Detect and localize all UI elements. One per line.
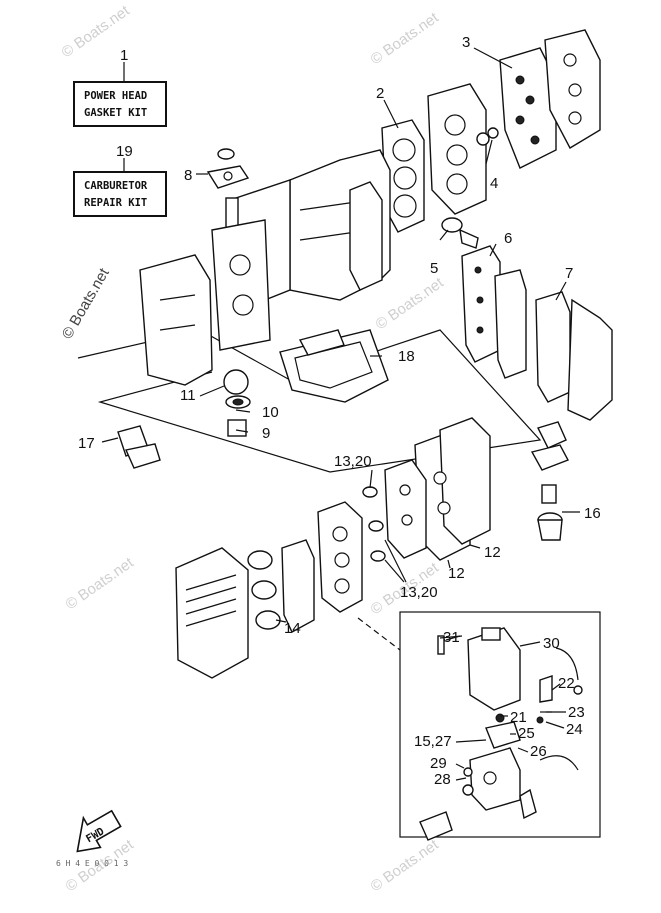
callout-9: 9 [262, 425, 270, 442]
leader-lines [101, 47, 580, 781]
watermark: © Boats.net [368, 836, 443, 895]
callout-13-20a: 13,20 [334, 453, 372, 470]
callout-11: 11 [180, 387, 196, 404]
callout-8: 8 [184, 167, 192, 184]
carburetor-body [317, 501, 363, 613]
kit-line-1: CARBURETOR [84, 180, 148, 192]
callout-22: 22 [558, 675, 575, 692]
callout-12b: 12 [448, 565, 465, 582]
callout-26: 26 [530, 743, 547, 760]
callout-31: 31 [443, 629, 460, 646]
kit-line-2: REPAIR KIT [84, 197, 147, 209]
watermark: © Boats.net [368, 9, 443, 68]
callout-7: 7 [565, 265, 573, 282]
callout-14: 14 [284, 620, 301, 637]
exhaust-cover-7 [535, 291, 613, 421]
head-gasket [381, 119, 425, 233]
crankshaft [211, 197, 271, 351]
gaskets-14 [247, 539, 315, 633]
callout-18: 18 [398, 348, 415, 365]
part-16-assembly [530, 421, 569, 541]
callout-28: 28 [434, 771, 451, 788]
callout-10: 10 [262, 404, 279, 421]
callout-29: 29 [430, 755, 447, 772]
seals-9-10-11 [223, 369, 251, 437]
callout-25: 25 [518, 725, 535, 742]
plug-part-4 [476, 127, 499, 146]
callout-24: 24 [566, 721, 583, 738]
kit-ref-19: 19 [116, 143, 133, 160]
callout-15-27: 15,27 [414, 733, 452, 750]
detail-connector [357, 617, 401, 651]
callout-4: 4 [490, 175, 498, 192]
exhaust-gasket-6 [461, 245, 527, 379]
callout-13-20b: 13,20 [400, 584, 438, 601]
callout-12a: 12 [484, 544, 501, 561]
kit-line-2: GASKET KIT [84, 107, 147, 119]
power-head-gasket-kit-box: 1 POWER HEAD GASKET KIT [73, 47, 167, 127]
callout-23: 23 [568, 704, 585, 721]
carburetor-repair-kit-box: 19 CARBURETOR REPAIR KIT [73, 143, 167, 217]
assembly-outline [77, 329, 542, 473]
carburetor-detail-frame [399, 611, 601, 838]
carburetor-detail-parts [419, 627, 583, 841]
callout-labels: 2 3 4 5 6 7 8 9 10 11 12 12 13,20 13,20 … [78, 34, 601, 788]
part-8-cap [206, 148, 250, 189]
exhaust-gasket-side [349, 181, 383, 291]
thermostat-part-5 [441, 217, 479, 249]
cylinder-head [427, 83, 487, 215]
intake-silencer [175, 547, 249, 679]
kit-line-1: POWER HEAD [84, 90, 147, 102]
kit-ref-1: 1 [120, 47, 128, 64]
watermark: © Boats.net [59, 265, 113, 342]
watermark: © Boats.net [63, 554, 138, 613]
callout-3: 3 [462, 34, 470, 51]
callout-16: 16 [584, 505, 601, 522]
intake-manifold [139, 254, 213, 386]
watermark: © Boats.net [373, 274, 448, 333]
part-17-bracket [117, 425, 161, 469]
footer-code: 6 H 4 E 0 0 1 3 [56, 859, 128, 868]
callout-5: 5 [430, 260, 438, 277]
cylinder-head-cover [499, 29, 601, 169]
callout-6: 6 [504, 230, 512, 247]
callout-21: 21 [510, 709, 527, 726]
gaskets-12 [414, 417, 491, 561]
callout-17: 17 [78, 435, 95, 452]
callout-2: 2 [376, 85, 384, 102]
reed-plate-13 [384, 459, 427, 559]
seals-13-20 [362, 486, 386, 562]
callout-30: 30 [543, 635, 560, 652]
base-gasket-18 [279, 329, 389, 403]
